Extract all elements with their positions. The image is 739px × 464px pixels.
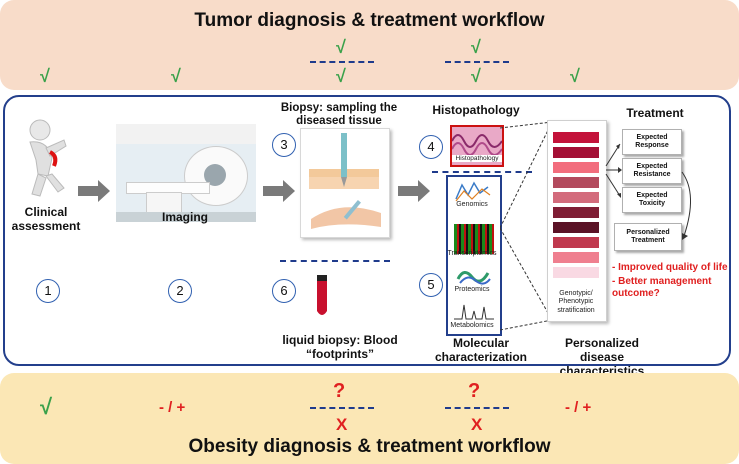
step-number-4: 4 — [419, 135, 443, 159]
dashed-divider — [445, 407, 509, 409]
partial-mark: - / + — [159, 399, 186, 416]
dashed-divider — [310, 61, 374, 63]
stratification-label: Genotypic/ Phenotypic stratification — [557, 290, 595, 314]
omics-label: Genomics — [456, 201, 488, 208]
step-number-1: 1 — [36, 279, 60, 303]
outcome-quality-of-life: - Improved quality of life — [612, 262, 728, 273]
omics-label: Proteomics — [454, 286, 490, 293]
personalized-treatment-box: Personalized Treatment — [614, 223, 682, 251]
stratification-strip — [553, 147, 599, 158]
arrow-right-icon — [398, 180, 430, 202]
stratification-strip — [553, 267, 599, 278]
dashed-divider — [310, 407, 374, 409]
stratification-strip — [553, 162, 599, 173]
dashed-divider — [432, 171, 532, 173]
cross-mark: X — [336, 415, 348, 434]
check-mark: √ — [336, 66, 346, 86]
stratification-strip — [553, 192, 599, 203]
obesity-workflow-title: Obesity diagnosis & treatment workflow — [188, 436, 551, 457]
patient-figure-icon — [29, 119, 67, 197]
expected-response-box: Expected Response — [622, 129, 682, 155]
blood-tube-icon — [317, 275, 327, 315]
heatmap-image — [454, 224, 494, 254]
step-number-6: 6 — [272, 279, 296, 303]
clinical-assessment-label: Clinical assessment — [11, 205, 81, 233]
molecular-characterization-label: Molecular characterization — [434, 336, 528, 364]
question-mark: ? — [333, 380, 346, 402]
omics-panel — [446, 175, 502, 336]
treatment-label: Treatment — [626, 106, 684, 120]
histopathology-image: Histopathology — [450, 125, 504, 167]
partial-mark: - / + — [565, 399, 592, 416]
check-mark: √ — [570, 66, 580, 86]
check-mark: √ — [171, 66, 181, 86]
omics-label: Metabolomics — [450, 322, 494, 329]
liquid-biopsy-label: liquid biopsy: Blood “footprints” — [282, 333, 398, 361]
omics-label: Transcriptomics — [447, 250, 497, 257]
step-number-5: 5 — [419, 273, 443, 297]
stratification-strip — [553, 207, 599, 218]
dashed-divider — [280, 260, 390, 262]
histopathology-label: Histopathology — [432, 103, 520, 117]
mri-scanner-image — [116, 124, 256, 222]
outcome-better-management: - Better management outcome? — [612, 276, 712, 299]
dashed-divider — [445, 61, 509, 63]
check-mark: √ — [336, 37, 346, 57]
check-mark: √ — [40, 66, 50, 86]
step-number-3: 3 — [272, 133, 296, 157]
step-number-2: 2 — [168, 279, 192, 303]
cross-mark: X — [471, 415, 483, 434]
obesity-workflow-band — [0, 373, 739, 464]
biopsy-label: Biopsy: sampling the diseased tissue — [280, 102, 398, 128]
expected-toxicity-box: Expected Toxicity — [622, 187, 682, 213]
tumor-workflow-band — [0, 0, 739, 90]
tumor-workflow-title: Tumor diagnosis & treatment workflow — [194, 10, 545, 31]
biopsy-image — [300, 128, 390, 238]
connector-lines — [500, 121, 553, 331]
check-mark: √ — [471, 66, 481, 86]
arrow-right-icon — [78, 180, 110, 202]
stratification-strip — [553, 177, 599, 188]
check-mark: √ — [40, 394, 53, 419]
arrow-right-icon — [263, 180, 295, 202]
stratification-strip — [553, 132, 599, 143]
question-mark: ? — [468, 380, 481, 402]
treatment-arrows — [605, 143, 692, 240]
stratification-strip — [553, 222, 599, 233]
stratification-strip — [553, 252, 599, 263]
imaging-label: Imaging — [161, 210, 208, 224]
stratification-strip — [553, 237, 599, 248]
expected-resistance-box: Expected Resistance — [622, 158, 682, 184]
check-mark: √ — [471, 37, 481, 57]
